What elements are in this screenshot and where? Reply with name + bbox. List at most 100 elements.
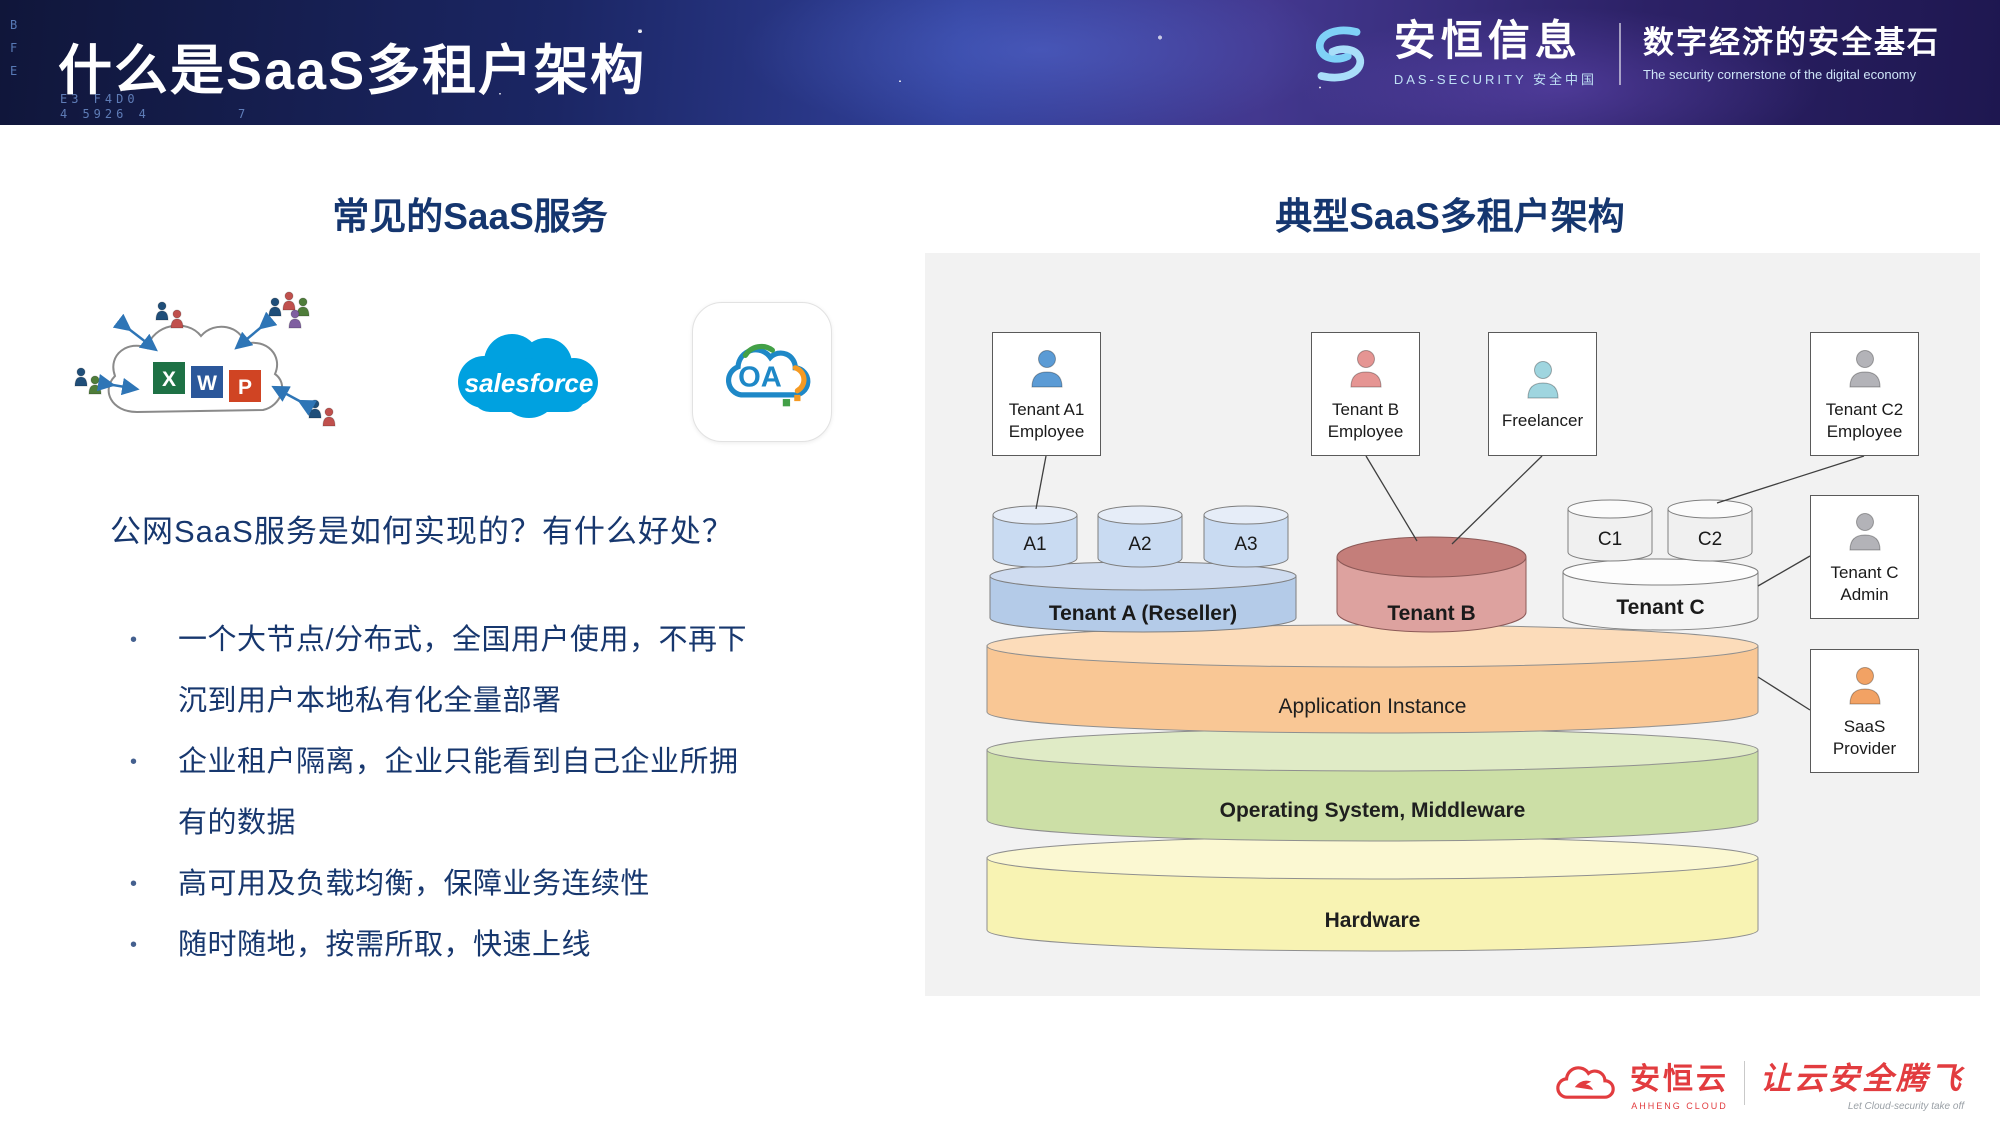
list-item: • 高可用及负载均衡，保障业务连续性: [130, 854, 830, 915]
das-security-logo-icon: [1306, 21, 1372, 87]
header-banner: B F E 什么是SaaS多租户架构 E3 F4D0 4 5926 4 7 安恒…: [0, 0, 2000, 125]
bullet-text: 企业租户隔离，企业只能看到自己企业所拥有的数据: [178, 746, 739, 839]
svg-text:X: X: [162, 368, 176, 391]
excel-icon: X: [153, 362, 185, 394]
salesforce-wordmark: salesforce: [465, 368, 594, 398]
db-a3-cylinder: A3: [1203, 505, 1289, 568]
person-icon: [1841, 509, 1889, 557]
oa-dot-green: [782, 399, 791, 407]
svg-text:Tenant B: Tenant B: [1387, 602, 1475, 625]
person-icon: [1023, 346, 1071, 394]
svg-text:Hardware: Hardware: [1325, 909, 1421, 932]
actor-label: Freelancer: [1501, 410, 1584, 430]
bullet-dot: •: [130, 751, 138, 773]
person-icon: [1342, 346, 1390, 394]
db-a1-cylinder: A1: [992, 505, 1078, 568]
oa-cloud-outline: [725, 347, 811, 398]
tagline-block: 数字经济的安全基石 The security cornerstone of th…: [1643, 25, 1940, 82]
salesforce-cloud-svg: salesforce: [458, 334, 598, 418]
svg-text:A2: A2: [1128, 534, 1151, 555]
svg-text:C1: C1: [1598, 529, 1622, 550]
word-icon: W: [191, 366, 223, 398]
footer-divider: [1744, 1060, 1745, 1105]
decor-code-row: 7: [238, 107, 250, 121]
svg-text:Operating System, Middleware: Operating System, Middleware: [1220, 799, 1526, 822]
bullet-text: 一个大节点/分布式，全国用户使用，不再下沉到用户本地私有化全量部署: [178, 624, 748, 717]
decor-code-row: E3 F4D0: [60, 92, 139, 106]
db-c2-cylinder: C2: [1667, 499, 1753, 562]
office-cloud-graphic: X W P: [67, 290, 357, 449]
powerpoint-icon: P: [229, 370, 261, 402]
db-c1-cylinder: C1: [1567, 499, 1653, 562]
person-icon: [1841, 663, 1889, 711]
bullet-dot: •: [130, 629, 138, 651]
oa-green-arc: [742, 343, 775, 358]
logo-divider: [1619, 23, 1621, 85]
right-section-heading: 典型SaaS多租户架构: [1275, 196, 1625, 237]
footer-brand-block: 安恒云 AHHENG CLOUD: [1630, 1054, 1729, 1111]
svg-text:P: P: [238, 376, 252, 399]
person-icon: [1519, 357, 1567, 405]
bullet-text: 高可用及负载均衡，保障业务连续性: [178, 868, 651, 900]
sync-arrows: [96, 311, 317, 416]
footer-slogan-en: Let Cloud-security take off: [1847, 1101, 1964, 1112]
page-title: 什么是SaaS多租户架构: [58, 41, 647, 101]
decor-code-row: 4 5926 4: [60, 107, 150, 121]
layer-application-instance: Application Instance: [986, 624, 1759, 734]
footer-brand-en: AHHENG CLOUD: [1631, 1101, 1728, 1111]
layer-hardware: Hardware: [986, 836, 1759, 952]
footer-slogan-block: 让云安全腾飞 Let Cloud-security take off: [1760, 1053, 1964, 1112]
svg-text:Tenant C: Tenant C: [1616, 596, 1704, 619]
brand-tagline-en: The security cornerstone of the digital …: [1643, 66, 1917, 82]
office-cloud-svg: X W P: [74, 291, 336, 427]
decor-code-column: B F E: [10, 18, 18, 78]
oa-dot-orange: [794, 394, 801, 402]
connector-lines: [1035, 455, 1865, 711]
actor-freelancer: Freelancer: [1488, 332, 1597, 456]
layer-os-middleware: Operating System, Middleware: [986, 728, 1759, 842]
benefit-list: • 一个大节点/分布式，全国用户使用，不再下沉到用户本地私有化全量部署 • 企业租户…: [130, 610, 830, 976]
db-a2-cylinder: A2: [1097, 505, 1183, 568]
brand-block: 安恒信息 DAS-SECURITY 安全中国: [1394, 20, 1597, 88]
salesforce-logo: salesforce: [434, 320, 624, 437]
bullet-dot: •: [130, 934, 138, 956]
question-text: 公网SaaS服务是如何实现的？有什么好处？: [110, 514, 734, 549]
person-icon: [1841, 346, 1889, 394]
tenant-a-cylinder: Tenant A (Reseller): [989, 561, 1297, 633]
svg-text:Application Instance: Application Instance: [1279, 695, 1467, 718]
svg-text:A3: A3: [1234, 534, 1257, 555]
brand-name: 安恒信息: [1393, 17, 1582, 64]
oa-app-icon: OA: [692, 302, 832, 442]
tenant-c-cylinder: Tenant C: [1562, 558, 1759, 631]
tenant-b-cylinder: Tenant B: [1336, 536, 1527, 633]
left-section-heading: 常见的SaaS服务: [332, 196, 608, 237]
brand-subtitle: DAS-SECURITY 安全中国: [1393, 72, 1597, 87]
svg-text:C2: C2: [1698, 529, 1722, 550]
list-item: • 随时随地，按需所取，快速上线: [130, 915, 830, 976]
brand-tagline: 数字经济的安全基石: [1643, 25, 1940, 61]
bullet-dot: •: [130, 873, 138, 895]
oa-cloud-svg: OA: [725, 343, 811, 407]
footer-logo: 安恒云 AHHENG CLOUD 让云安全腾飞 Let Cloud-securi…: [1551, 1053, 1964, 1112]
svg-text:Tenant A (Reseller): Tenant A (Reseller): [1049, 602, 1237, 625]
salesforce-cloud-shape: [458, 334, 598, 418]
list-item: • 企业租户隔离，企业只能看到自己企业所拥有的数据: [130, 732, 830, 854]
bullet-text: 随时随地，按需所取，快速上线: [178, 929, 592, 961]
architecture-diagram-panel: Hardware Operating System, Middleware Ap…: [925, 253, 1980, 996]
oa-orange-arc: [792, 365, 807, 394]
svg-text:W: W: [197, 372, 217, 395]
svg-text:A1: A1: [1023, 534, 1046, 555]
anheng-cloud-icon: [1551, 1061, 1615, 1105]
list-item: • 一个大节点/分布式，全国用户使用，不再下沉到用户本地私有化全量部署: [130, 610, 830, 732]
